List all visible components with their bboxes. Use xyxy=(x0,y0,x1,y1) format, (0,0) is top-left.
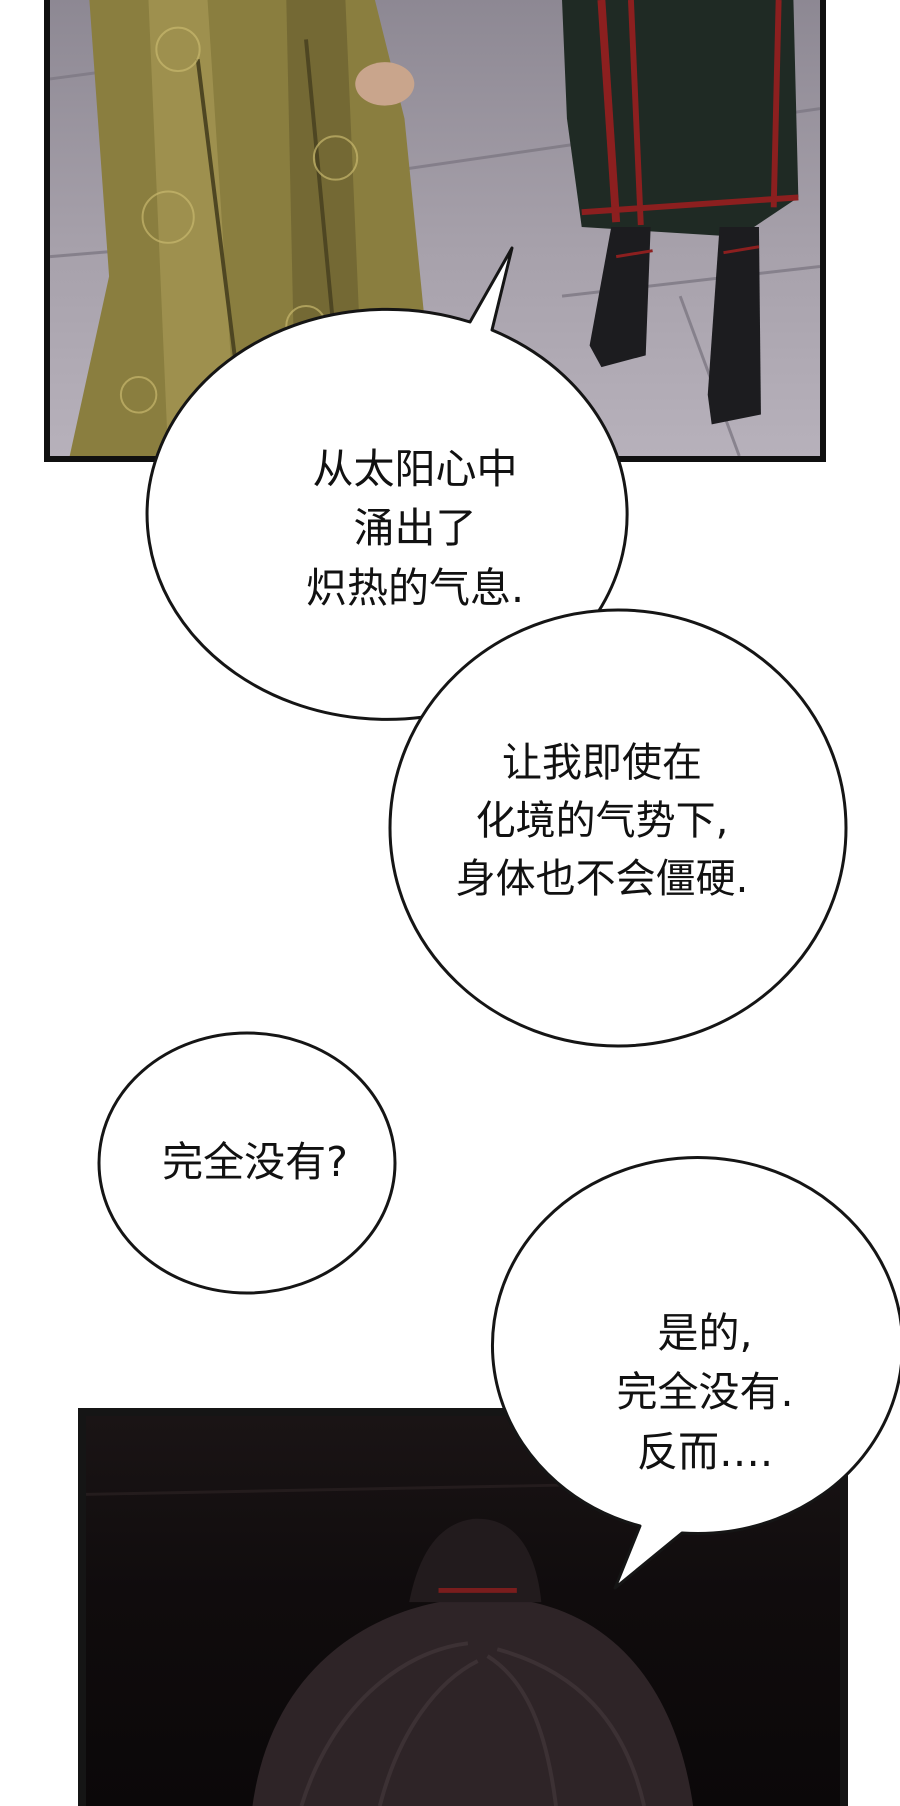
top-panel-art xyxy=(50,0,820,456)
bubble-line: 从太阳心中 xyxy=(312,445,518,493)
speech-bubble-1-text: 从太阳心中 涌出了 炽热的气息. xyxy=(250,440,580,618)
bubble-line: 完全没有? xyxy=(162,1138,348,1186)
bubble-line: 化境的气势下, xyxy=(475,798,729,844)
bubble-line: 身体也不会僵硬. xyxy=(455,856,749,902)
bubble-line: 涌出了 xyxy=(353,504,477,553)
bubble-line: 炽热的气息. xyxy=(305,563,525,612)
speech-bubble-4-text: 是的, 完全没有. 反而…. xyxy=(545,1304,865,1482)
bubble-line: 反而…. xyxy=(636,1427,774,1476)
top-illustration-panel xyxy=(44,0,826,462)
speech-bubble-2-text: 让我即使在 化境的气势下, 身体也不会僵硬. xyxy=(382,734,822,908)
bubble-line: 完全没有. xyxy=(616,1368,794,1417)
bubble-line: 是的, xyxy=(657,1309,753,1357)
bottom-panel-art xyxy=(86,1478,840,1806)
speech-bubble-3-text: 完全没有? xyxy=(115,1133,395,1192)
bubble-line: 让我即使在 xyxy=(502,740,702,786)
